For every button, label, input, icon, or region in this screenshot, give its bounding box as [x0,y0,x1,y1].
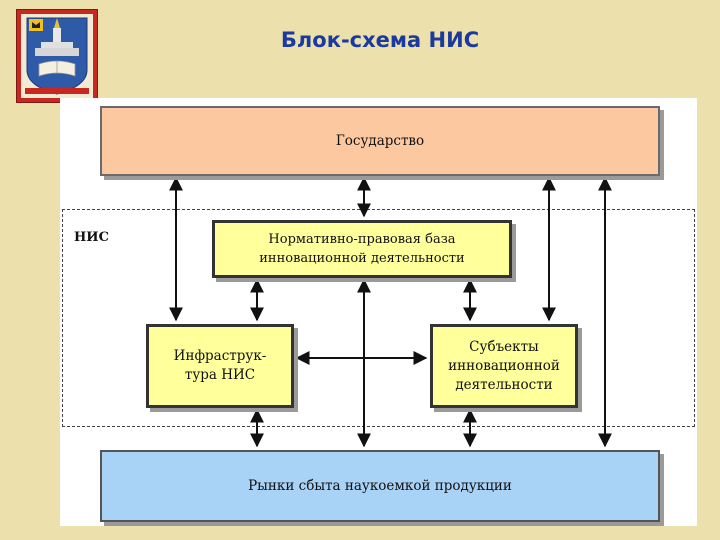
node-infrastructure-label: Инфраструк- тура НИС [173,348,267,383]
node-legal-base-label: Нормативно-правовая база инновационной д… [259,232,465,266]
node-state: Государство [100,106,660,176]
connector-arrows [169,176,612,448]
page-title: Блок-схема НИС [280,28,480,52]
node-subjects-label: Субъекты инновационной деятельности [448,338,560,393]
university-crest-icon [16,9,98,103]
nis-frame-label: НИС [74,230,109,245]
node-markets: Рынки сбыта наукоемкой продукции [100,450,660,522]
diagram-canvas: НИС Государство Нормативно-правовая база… [60,98,697,526]
node-markets-label: Рынки сбыта наукоемкой продукции [248,477,512,494]
nis-frame [62,209,695,427]
node-infrastructure: Инфраструк- тура НИС [146,324,294,408]
node-state-label: Государство [335,132,425,149]
node-legal-base: Нормативно-правовая база инновационной д… [212,220,512,278]
node-subjects: Субъекты инновационной деятельности [430,324,578,408]
